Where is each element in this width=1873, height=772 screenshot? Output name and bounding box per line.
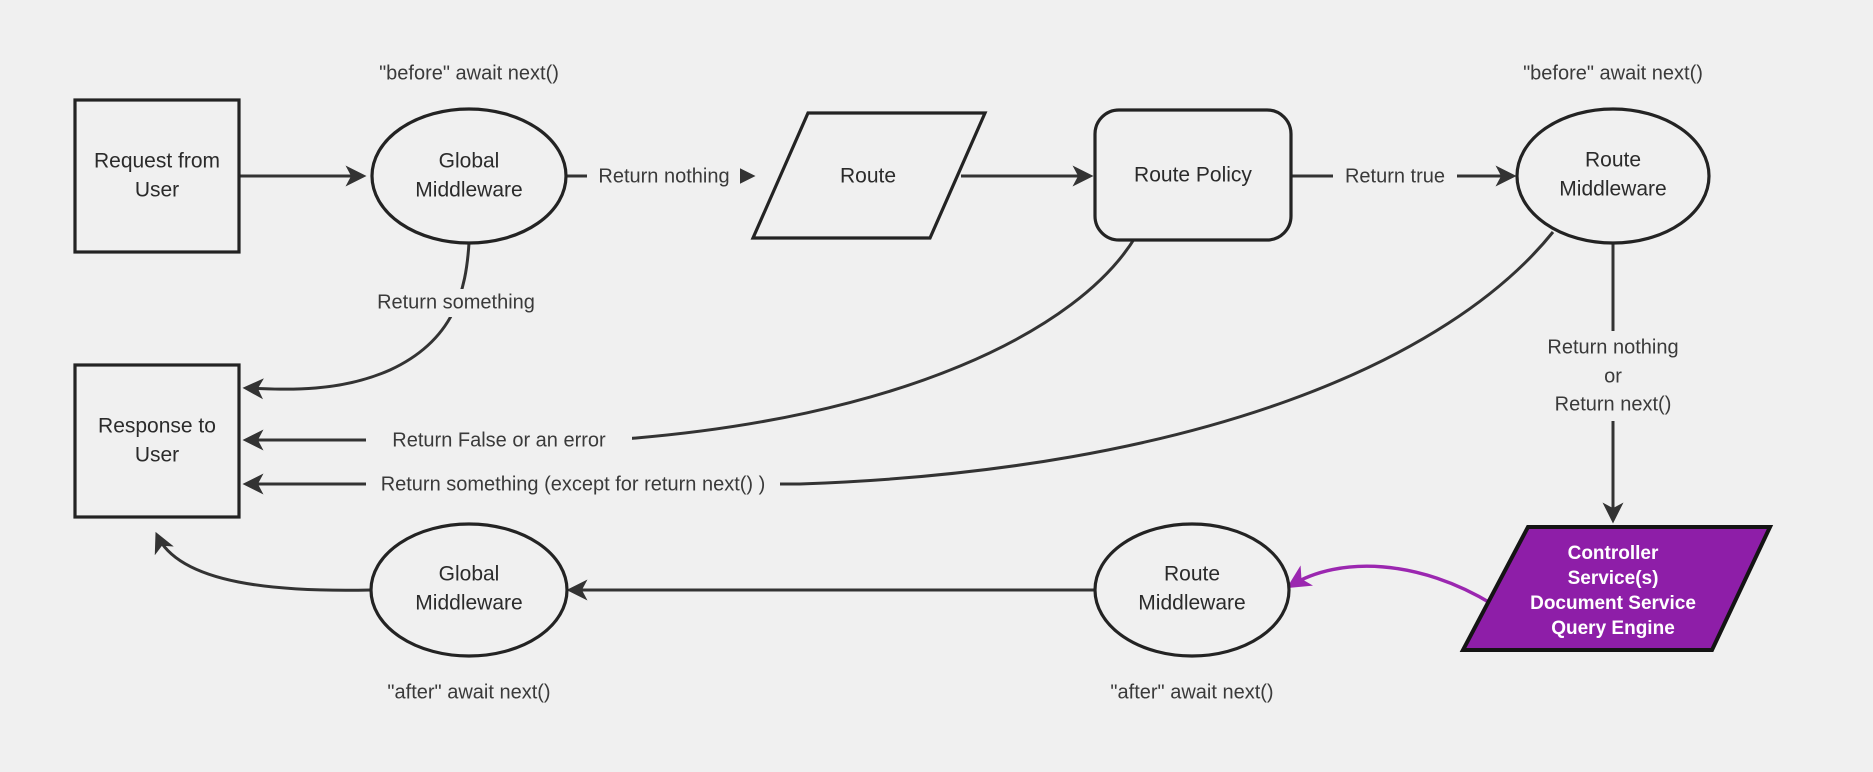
svg-text:Return next(): Return next(): [1555, 393, 1672, 415]
svg-text:or: or: [1604, 365, 1622, 387]
request-from-user-label-line2: User: [135, 179, 179, 202]
node-request-from-user[interactable]: Request from User: [73, 98, 241, 254]
controller-label-line4: Query Engine: [1551, 618, 1675, 639]
edge-route-middleware-to-response: [242, 231, 1555, 495]
global-middleware-top-label-line1: Global: [439, 150, 500, 173]
annotation-before-await-next-route: "before" await next(): [1523, 62, 1703, 84]
node-global-middleware-bottom[interactable]: Global Middleware: [369, 522, 569, 658]
svg-text:Return nothing: Return nothing: [1547, 336, 1678, 358]
annotation-after-await-next-global: "after" await next(): [387, 681, 550, 703]
response-to-user-label-line2: User: [135, 444, 179, 467]
controller-label-line3: Document Service: [1530, 593, 1696, 614]
route-middleware-bottom-label-line2: Middleware: [1138, 592, 1245, 615]
edge-label-return-true: Return true: [1333, 163, 1457, 189]
svg-text:Return False or an error: Return False or an error: [392, 429, 606, 451]
edge-global-middleware-bottom-to-response: [154, 531, 372, 592]
global-middleware-bottom-label-line2: Middleware: [415, 592, 522, 615]
edge-controller-to-route-middleware-bottom: [1286, 564, 1493, 606]
route-policy-label: Route Policy: [1134, 164, 1252, 187]
node-route[interactable]: Route: [750, 111, 988, 240]
annotation-after-await-next-route: "after" await next(): [1110, 681, 1273, 703]
annotation-before-await-next-global: "before" await next(): [379, 62, 559, 84]
svg-text:Return something (except for r: Return something (except for return next…: [381, 473, 766, 495]
response-to-user-label-line1: Response to: [98, 415, 216, 438]
svg-text:Return true: Return true: [1345, 165, 1445, 187]
svg-text:Return nothing: Return nothing: [598, 165, 729, 187]
svg-text:Return something: Return something: [377, 291, 535, 313]
edge-label-return-something-except: Return something (except for return next…: [366, 471, 780, 499]
node-route-middleware-bottom[interactable]: Route Middleware: [1093, 522, 1291, 658]
node-global-middleware-top[interactable]: Global Middleware: [370, 107, 568, 245]
edge-label-return-nothing: Return nothing: [587, 163, 740, 189]
node-route-middleware-top[interactable]: Route Middleware: [1515, 107, 1711, 245]
edge-label-return-nothing-or-next: Return nothing or Return next(): [1524, 331, 1704, 421]
edge-route-policy-to-response: [242, 235, 1138, 451]
edge-label-return-false-or-error: Return False or an error: [366, 427, 632, 455]
request-from-user-label-line1: Request from: [94, 150, 220, 173]
route-middleware-top-label-line1: Route: [1585, 149, 1641, 172]
global-middleware-bottom-label-line1: Global: [439, 563, 500, 586]
node-controller-services[interactable]: Controller Service(s) Document Service Q…: [1459, 525, 1774, 652]
edge-label-return-something: Return something: [366, 289, 546, 317]
route-middleware-top-label-line2: Middleware: [1559, 178, 1666, 201]
route-label: Route: [840, 165, 896, 188]
edge-global-middleware-to-response: [242, 242, 471, 400]
route-middleware-bottom-label-line1: Route: [1164, 563, 1220, 586]
node-route-policy[interactable]: Route Policy: [1093, 108, 1293, 242]
global-middleware-top-label-line2: Middleware: [415, 179, 522, 202]
controller-label-line2: Service(s): [1568, 568, 1659, 589]
controller-label-line1: Controller: [1568, 543, 1659, 564]
node-response-to-user[interactable]: Response to User: [73, 363, 241, 519]
